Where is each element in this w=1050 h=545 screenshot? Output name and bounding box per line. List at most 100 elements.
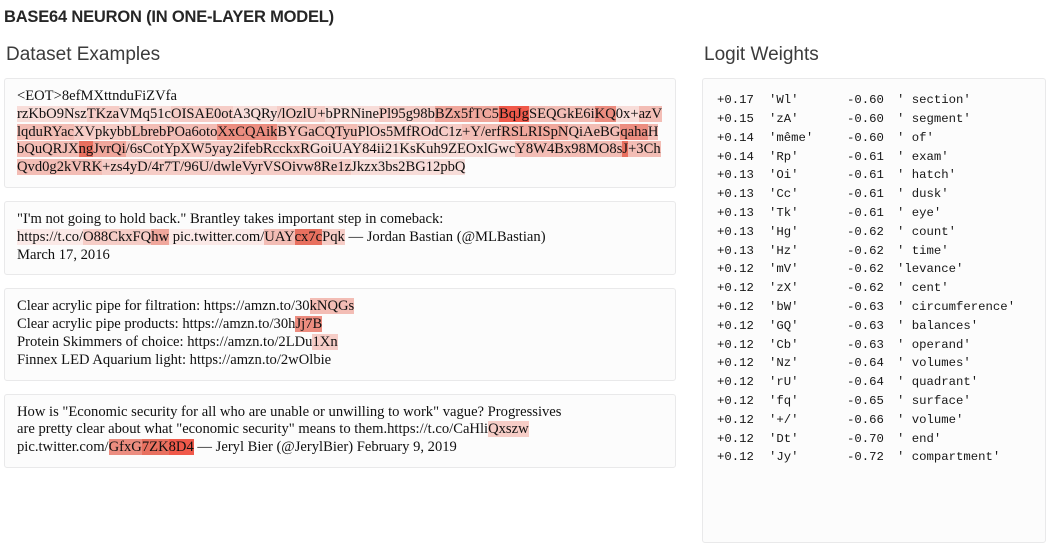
negative-logit-value: -0.70 — [847, 431, 884, 446]
positive-logit-token: 'rU' — [769, 375, 799, 390]
negative-logit-value: -0.65 — [847, 394, 884, 408]
negative-logit-value: -0.62 — [847, 243, 884, 258]
positive-logit-token: 'zX' — [769, 281, 799, 296]
logit-row: +0.13 'Hz' -0.62 ' time' — [717, 241, 1035, 260]
positive-logit-token: 'Cc' — [769, 187, 799, 202]
activation-highlight: cx7c — [294, 228, 323, 245]
logit-row: +0.12'mV'-0.62'levance' — [717, 260, 1035, 279]
negative-logit-token: ' eye' — [897, 206, 942, 221]
logit-row: +0.13'Oi'-0.61' hatch' — [717, 166, 1035, 185]
negative-logit-value: -0.61 — [847, 206, 884, 221]
page-title: BASE64 NEURON (IN ONE-LAYER MODEL) — [4, 8, 334, 26]
positive-logit-value: +0.13 — [717, 168, 754, 183]
activation-highlight: QiAeBG — [568, 123, 621, 140]
example-brantley[interactable]: "I'm not going to hold back." Brantley t… — [4, 200, 676, 276]
activation-highlight: bPRNine — [325, 105, 379, 122]
positive-logit-token: 'bW' — [769, 300, 799, 315]
negative-logit-token: ' compartment' — [897, 450, 1001, 465]
plain-text: Clear acrylic pipe for filtration: https… — [17, 298, 310, 315]
activation-highlight: hw — [151, 228, 170, 245]
positive-logit-token: 'Hg' — [769, 224, 799, 239]
negative-logit-token: ' of' — [897, 130, 934, 145]
positive-logit-token: 'Rp' — [769, 149, 799, 164]
activation-highlight: Jkzx3bs2BG12pbQ — [351, 159, 466, 176]
positive-logit-value: +0.14 — [717, 149, 754, 164]
logit-row: +0.12'Cb'-0.63' operand' — [717, 335, 1035, 354]
positive-logit-token: 'même' — [769, 130, 814, 145]
plain-text: — Jeryl Bier (@JerylBier) February 9, 20… — [193, 439, 457, 456]
plain-text: <EOT>8efMXttnduFiZVfa — [17, 88, 177, 104]
activation-highlight: BZx5fTC5 — [434, 105, 499, 122]
positive-logit-token: 'Nz' — [769, 356, 799, 371]
negative-logit-token: ' section' — [897, 93, 971, 108]
negative-logit-value: -0.66 — [847, 412, 884, 427]
activation-highlight: 0x+ — [615, 105, 639, 122]
example-base64[interactable]: <EOT>8efMXttnduFiZVfa rzKbO9NszTKzaVMq51… — [4, 78, 676, 188]
negative-logit-value: -0.64 — [847, 356, 884, 371]
dataset-examples-heading: Dataset Examples — [6, 44, 161, 65]
positive-logit-value: +0.12 — [717, 412, 754, 427]
activation-highlight: KQ — [594, 105, 616, 122]
dataset-example-list: <EOT>8efMXttnduFiZVfa rzKbO9NszTKzaVMq51… — [4, 78, 676, 468]
activation-highlight: PlOs5MfROdC1z — [357, 123, 463, 140]
example-economic[interactable]: How is "Economic security for all who ar… — [4, 393, 676, 468]
negative-logit-token: ' hatch' — [897, 168, 957, 183]
activation-highlight: GoiUAY84ii21KsKuh9ZEOxlGwc — [309, 141, 516, 158]
activation-highlight: TKza — [86, 105, 120, 122]
activation-highlight: Y8W4Bx98MO8s — [515, 141, 623, 158]
positive-logit-token: 'Jy' — [769, 450, 799, 465]
dataset-examples-panel: Dataset Examples <EOT>8efMXttnduFiZVfa r… — [4, 44, 676, 481]
activation-highlight: XVpkybb — [73, 123, 132, 140]
positive-logit-token: '+/' — [769, 412, 799, 427]
logit-row: +0.12'Jy'-0.72' compartment' — [717, 448, 1035, 467]
activation-highlight: ng — [78, 141, 94, 158]
plain-text: Clear acrylic pipe products: https://amz… — [17, 316, 296, 333]
negative-logit-token: ' cent' — [897, 281, 949, 296]
activation-highlight: +zs4yD/4r7T/96U/dwleVyrVSOivw8Re1z — [102, 159, 352, 176]
negative-logit-value: -0.60 — [847, 130, 884, 145]
logit-row: +0.12 '+/' -0.66 ' volume' — [717, 411, 1035, 430]
activation-highlight: Qxszw — [488, 421, 529, 438]
positive-logit-value: +0.13 — [717, 206, 754, 221]
positive-logit-value: +0.13 — [717, 187, 754, 202]
activation-highlight: 8D4 — [168, 439, 194, 456]
negative-logit-token: ' segment' — [897, 112, 971, 127]
activation-highlight: Jj7B — [295, 316, 323, 333]
positive-logit-token: 'Cb' — [769, 337, 799, 352]
logit-row: +0.12'bW'-0.63' circumference' — [717, 298, 1035, 317]
positive-logit-value: +0.12 — [717, 394, 754, 408]
plain-text: How is "Economic security for all who ar… — [17, 403, 562, 438]
negative-logit-token: ' circumference' — [897, 300, 1016, 315]
logit-row: +0.14'même'-0.60' of' — [717, 129, 1035, 148]
negative-logit-value: -0.64 — [847, 375, 884, 390]
positive-logit-value: +0.13 — [717, 243, 754, 258]
activation-highlight: kNQGs — [309, 298, 355, 315]
plain-text: Protein Skimmers of choice: https://amzn… — [17, 333, 313, 350]
logit-row: +0.13'Tk'-0.61' eye' — [717, 204, 1035, 223]
positive-logit-value: +0.12 — [717, 281, 754, 296]
example-aquarium[interactable]: Clear acrylic pipe for filtration: https… — [4, 288, 676, 381]
negative-logit-value: -0.63 — [847, 318, 884, 333]
positive-logit-token: 'Hz' — [769, 243, 799, 258]
plain-text: pic.twitter.com/ — [17, 439, 109, 456]
negative-logit-token: ' surface' — [897, 394, 971, 408]
negative-logit-token: ' time' — [897, 243, 949, 258]
negative-logit-token: ' volume' — [897, 412, 964, 427]
negative-logit-value: -0.62 — [847, 281, 884, 296]
activation-highlight: /6sCotYpXW5yay2ifebRcckxR — [125, 141, 310, 158]
positive-logit-token: 'mV' — [769, 262, 799, 277]
activation-highlight: OISAE0ot — [171, 105, 233, 122]
activation-highlight: UAY — [264, 228, 295, 245]
activation-highlight: 7ZK — [141, 439, 169, 456]
negative-logit-value: -0.60 — [847, 112, 884, 127]
negative-logit-token: ' balances' — [897, 318, 979, 333]
logit-weights-table: +0.17'Wl'-0.60' section'+0.15'zA'-0.60' … — [717, 91, 1035, 467]
positive-logit-value: +0.13 — [717, 224, 754, 239]
logit-row: +0.13'Hg'-0.62' count' — [717, 223, 1035, 242]
activation-highlight: GfxG — [108, 439, 142, 456]
positive-logit-value: +0.12 — [717, 450, 754, 465]
activation-highlight: Pqk — [322, 228, 345, 245]
activation-highlight: BqJg — [498, 105, 529, 122]
positive-logit-value: +0.12 — [717, 337, 754, 352]
positive-logit-token: 'fq' — [769, 394, 799, 408]
